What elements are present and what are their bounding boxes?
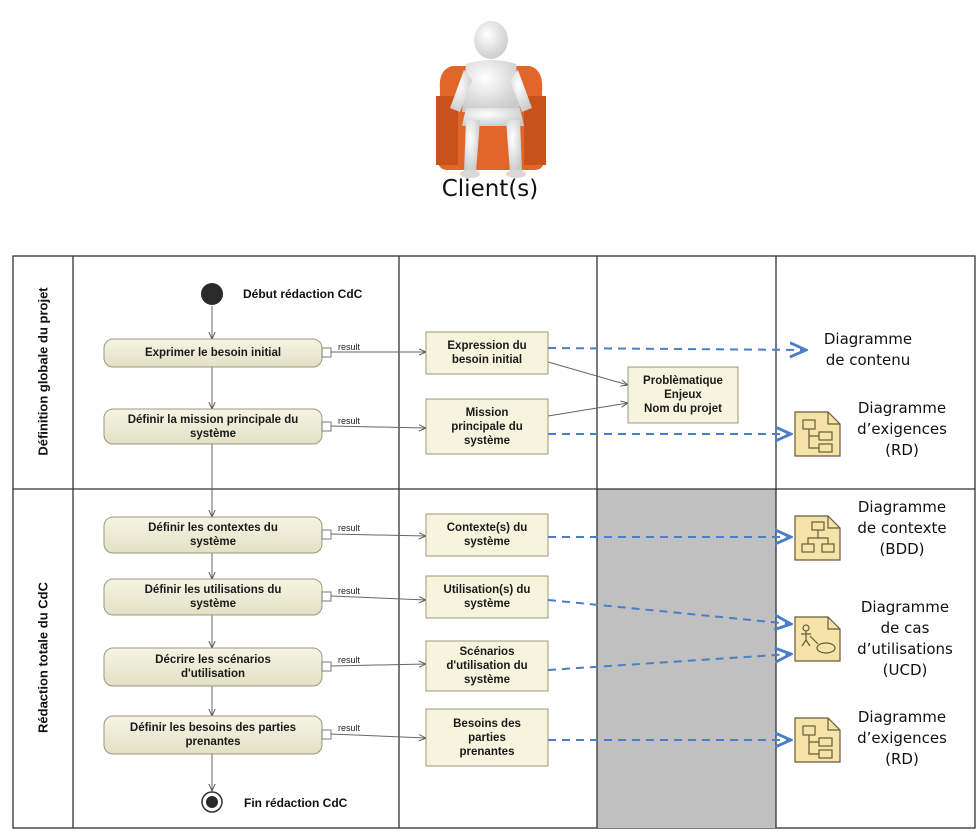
result-pin-label: result xyxy=(338,342,361,352)
end-node-label: Fin rédaction CdC xyxy=(244,796,348,810)
use-case-diagram-icon xyxy=(794,616,841,662)
lane-label-redaction: Rédaction totale du CdC xyxy=(35,582,51,733)
synthesis-label: Problèmatique Enjeux Nom du projet xyxy=(643,375,723,415)
gray-column-block xyxy=(597,489,776,828)
lane-label-definition: Définition globale du projet xyxy=(35,287,51,456)
output-label-contenu: Diagramme de contenu xyxy=(823,330,913,369)
object-flows xyxy=(330,352,628,738)
activity-label: Décrire les scénarios d'utilisation xyxy=(155,654,271,680)
object-label: Scénarios d'utilisation du système xyxy=(446,646,528,686)
activity-shapes xyxy=(103,338,323,755)
object-label: Expression du besoin initial xyxy=(447,340,527,366)
activity-label: Définir la mission principale du système xyxy=(127,413,299,440)
object-shapes xyxy=(425,331,739,767)
requirements-diagram-icon xyxy=(794,411,841,457)
result-pin-label: result xyxy=(338,523,361,533)
requirements-diagram-icon xyxy=(794,717,841,763)
output-pins xyxy=(321,347,332,740)
client-title: Client(s) xyxy=(441,176,539,202)
activity-label: Définir les contextes du système xyxy=(148,522,278,548)
swimlane-frame xyxy=(12,255,976,829)
block-definition-diagram-icon xyxy=(794,515,841,561)
result-pin-label: result xyxy=(338,655,361,665)
result-pin-label: result xyxy=(338,723,361,733)
result-pin-label: result xyxy=(338,586,361,596)
object-label: Utilisation(s) du système xyxy=(443,584,531,610)
activity-label: Définir les besoins des parties prenante… xyxy=(129,722,297,748)
output-label-cas-utilisation: Diagramme de cas d’utilisations (UCD) xyxy=(857,598,953,679)
activity-label: Exprimer le besoin initial xyxy=(144,347,282,359)
object-label: Mission principale du système xyxy=(451,406,523,447)
activity-label: Définir les utilisations du système xyxy=(144,584,282,610)
start-node xyxy=(201,283,223,305)
end-node xyxy=(201,791,223,813)
output-label-exigences-2: Diagramme d’exigences (RD) xyxy=(857,708,947,768)
output-label-contexte: Diagramme de contexte (BDD) xyxy=(857,498,947,558)
seated-person-armchair-icon xyxy=(436,21,546,178)
start-node-label: Début rédaction CdC xyxy=(243,287,363,301)
output-label-exigences: Diagramme d’exigences (RD) xyxy=(857,399,947,459)
object-label: Contexte(s) du système xyxy=(446,522,528,548)
output-dashed-arrows xyxy=(547,348,806,740)
result-pin-label: result xyxy=(338,416,361,426)
object-label: Besoins des parties prenantes xyxy=(453,717,521,758)
